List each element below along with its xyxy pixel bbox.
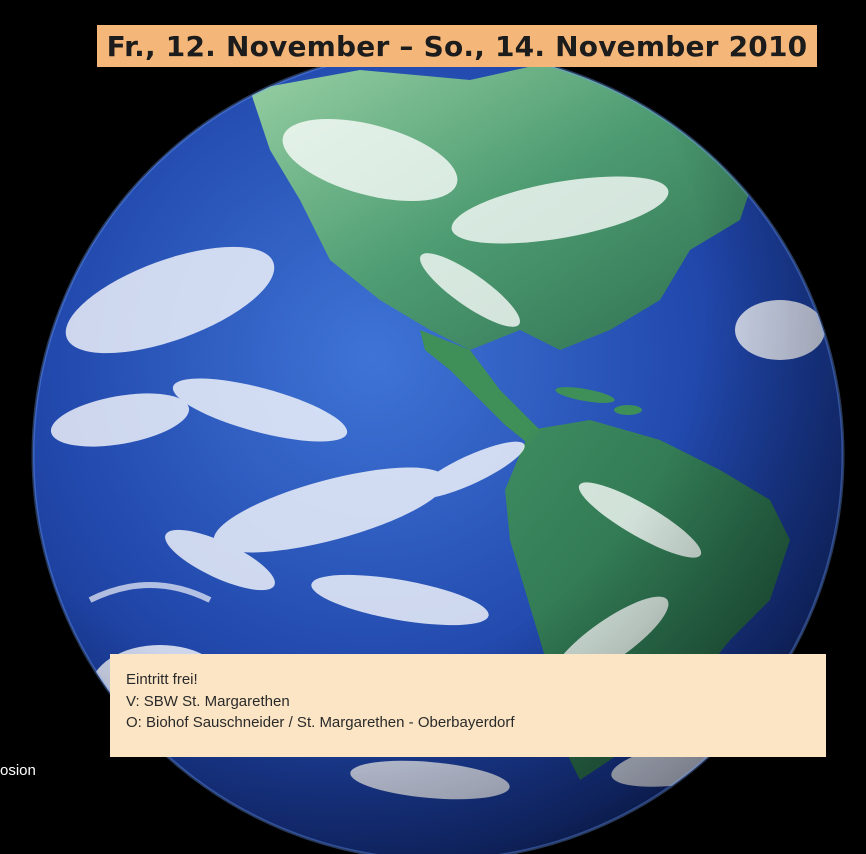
partial-text-fragment: osion bbox=[0, 762, 36, 779]
venue-text: O: Biohof Sauschneider / St. Margarethen… bbox=[126, 714, 515, 731]
organizer-text: V: SBW St. Margarethen bbox=[126, 692, 290, 710]
info-box: Eintritt frei! V: SBW St. Margarethen O:… bbox=[110, 654, 826, 757]
admission-text: Eintritt frei! bbox=[126, 671, 198, 688]
date-banner: Fr., 12. November – So., 14. November 20… bbox=[97, 25, 817, 67]
